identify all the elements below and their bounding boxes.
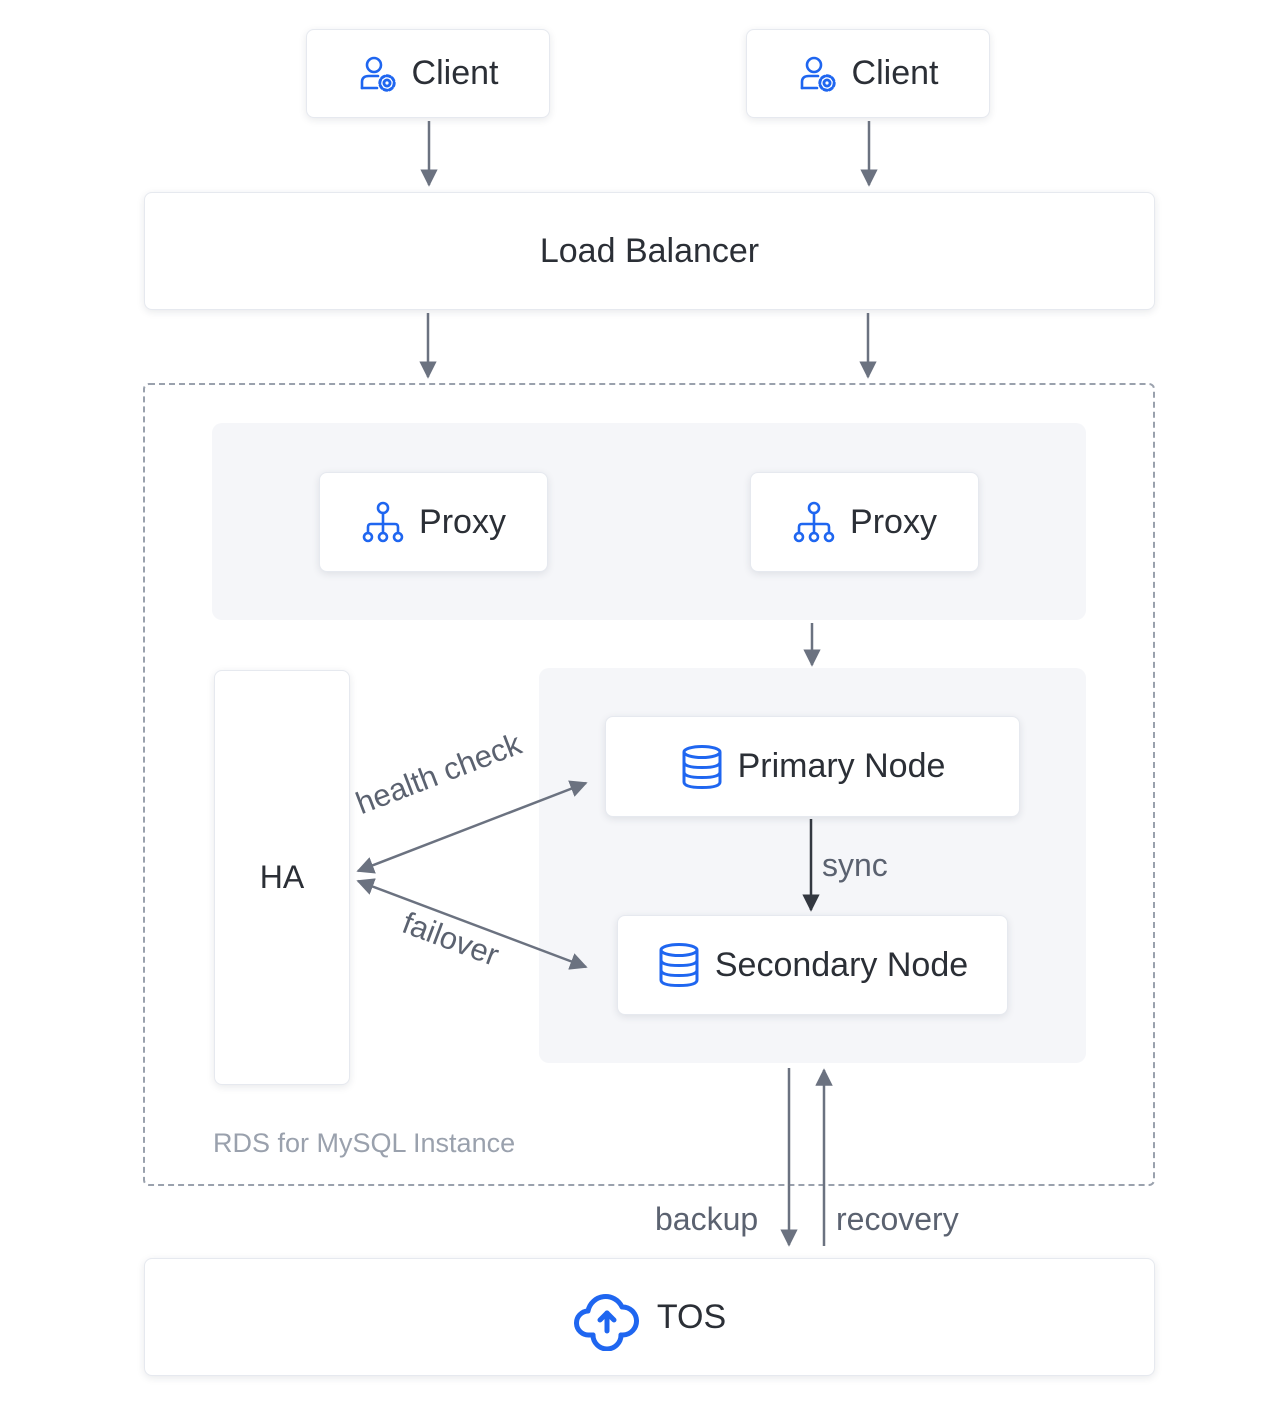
proxy-label-1: Proxy xyxy=(419,502,506,541)
recovery-label: recovery xyxy=(836,1201,959,1237)
tos-label: TOS xyxy=(656,1297,727,1336)
primary-node-box: Primary Node xyxy=(605,716,1020,817)
database-icon xyxy=(657,942,701,988)
network-hierarchy-icon xyxy=(361,500,405,544)
user-gear-icon xyxy=(798,54,838,94)
rds-instance-boundary xyxy=(143,383,1155,1186)
tos-box: TOS xyxy=(144,1258,1155,1376)
ha-label: HA xyxy=(259,859,305,895)
arrow-failover xyxy=(356,878,588,970)
sync-label: sync xyxy=(822,847,888,883)
secondary-node-box: Secondary Node xyxy=(617,915,1008,1015)
backup-label: backup xyxy=(655,1201,759,1237)
network-hierarchy-icon xyxy=(792,500,836,544)
load-balancer-box: Load Balancer xyxy=(144,192,1155,310)
client-label-2: Client xyxy=(851,54,939,92)
cloud-upload-icon xyxy=(573,1283,641,1351)
primary-node-label: Primary Node xyxy=(737,747,946,785)
rds-instance-label: RDS for MySQL Instance xyxy=(213,1128,516,1158)
proxy-box-2: Proxy xyxy=(750,472,979,572)
ha-box: HA xyxy=(214,670,350,1085)
client-label-1: Client xyxy=(411,54,499,92)
client-box-1: Client xyxy=(306,29,550,118)
database-icon xyxy=(680,744,724,790)
client-box-2: Client xyxy=(746,29,990,118)
user-gear-icon xyxy=(358,54,398,94)
load-balancer-label: Load Balancer xyxy=(539,231,760,270)
arrow-health-check xyxy=(356,780,588,874)
proxy-box-1: Proxy xyxy=(319,472,548,572)
proxy-label-2: Proxy xyxy=(850,502,937,541)
secondary-node-label: Secondary Node xyxy=(714,945,969,984)
